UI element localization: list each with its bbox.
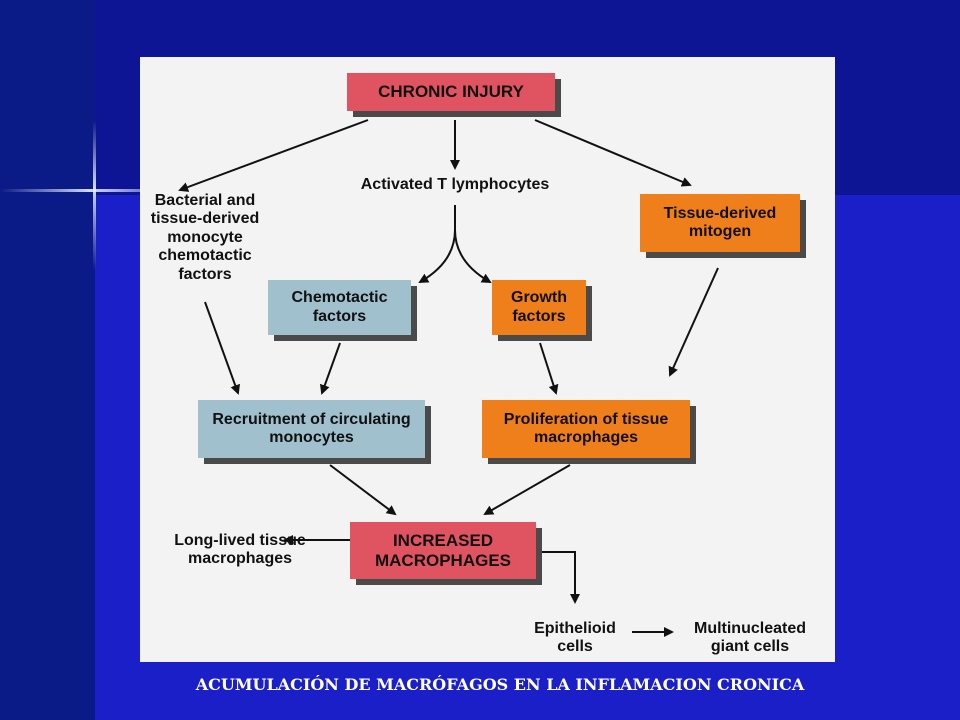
growth-factors-label: Growth factors <box>511 289 567 325</box>
chronic-injury-label: CHRONIC INJURY <box>378 82 524 102</box>
arrow-tlymph-to-growth <box>454 229 492 283</box>
recruitment-box: Recruitment of circulating monocytes <box>198 400 425 458</box>
increased-macrophages-label: INCREASED MACROPHAGES <box>374 530 511 570</box>
arrow-tlymph-to-chemotactic <box>418 205 456 283</box>
arrow-mitogen-to-proliferation <box>668 267 719 377</box>
chemotactic-factors-label: Chemotactic factors <box>291 289 388 325</box>
proliferation-box: Proliferation of tissue macrophages <box>482 400 690 458</box>
arrow-injury-to-bacterial <box>178 119 369 192</box>
chemotactic-factors-box: Chemotactic factors <box>268 280 411 335</box>
bacterial-factors-label: Bacterial and tissue-derived monocyte ch… <box>150 192 260 283</box>
activated-t-lymphocytes-label: Activated T lymphocytes <box>360 176 550 193</box>
arrow-increased-to-epithelioid <box>538 551 580 604</box>
tissue-mitogen-label: Tissue-derived mitogen <box>663 204 777 240</box>
arrow-proliferation-to-increased <box>483 464 571 515</box>
proliferation-label: Proliferation of tissue macrophages <box>503 410 669 446</box>
chronic-injury-box: CHRONIC INJURY <box>347 73 555 111</box>
arrow-bacterial-to-recruitment <box>204 301 240 395</box>
sparkle-decoration-vertical <box>93 120 96 270</box>
tissue-mitogen-box: Tissue-derived mitogen <box>640 194 800 252</box>
recruitment-label: Recruitment of circulating monocytes <box>212 410 411 446</box>
epithelioid-cells-label: Epithelioid cells <box>534 620 616 656</box>
multinucleated-giant-cells-label: Multinucleated giant cells <box>693 620 806 656</box>
sparkle-decoration <box>0 189 200 192</box>
long-lived-macrophages-label: Long-lived tissue macrophages <box>174 532 306 568</box>
arrow-growth-to-proliferation <box>539 342 559 395</box>
arrow-recruitment-to-increased <box>329 464 397 516</box>
growth-factors-box: Growth factors <box>492 280 586 335</box>
arrow-chemotactic-to-recruitment <box>320 342 341 395</box>
arrow-injury-to-mitogen <box>534 119 692 187</box>
increased-macrophages-box: INCREASED MACROPHAGES <box>350 522 536 579</box>
slide-caption: ACUMULACIÓN DE MACRÓFAGOS EN LA INFLAMAC… <box>195 675 805 694</box>
